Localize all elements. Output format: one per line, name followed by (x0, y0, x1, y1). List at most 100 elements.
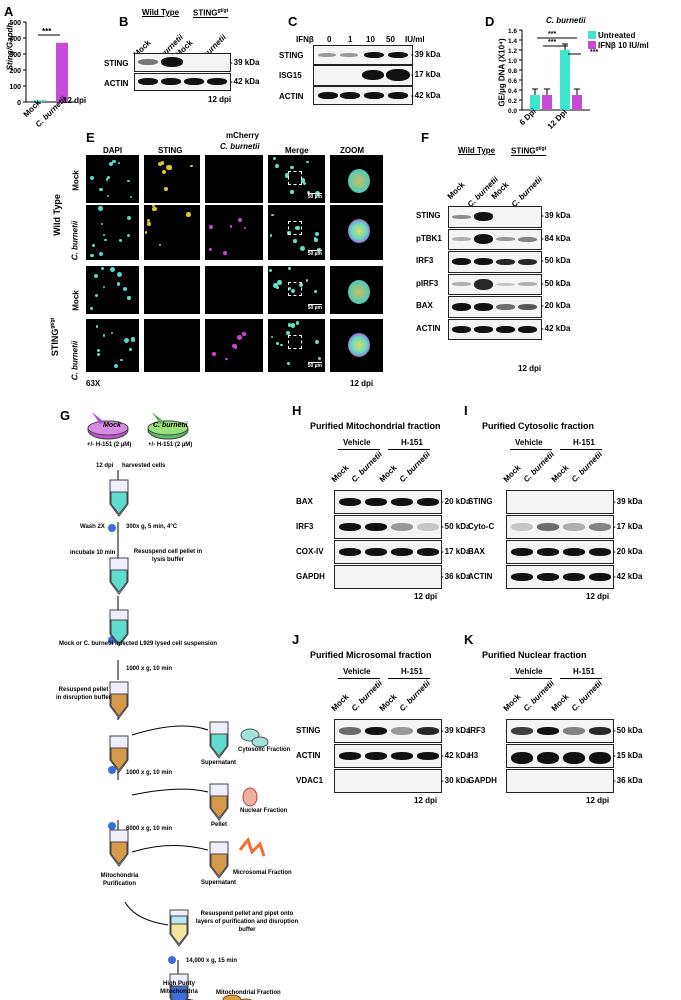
frac-kda-k-2: 36 kDa (613, 776, 643, 785)
e-row-burnetii-1: C. burnetii (70, 220, 80, 261)
frac-kda-i-0: 39 kDa (613, 497, 643, 506)
frac-row-k-2: GAPDH (468, 776, 497, 785)
e-col-burnetii: C. burnetii (220, 142, 260, 151)
b-group-sting: STINGgt/gt (193, 8, 229, 18)
e-col-mcherry: mCherry (226, 131, 259, 140)
frac-kda-h-2: 17 kDa (441, 547, 471, 556)
d-bar-1-0 (542, 95, 552, 110)
a-tick-0: 500 (9, 20, 21, 27)
frac-title-h: Purified Mitochondrial fraction (310, 421, 441, 431)
frac-lane-j-2: Mock (377, 692, 399, 713)
e-scale-bar: 50 µm (307, 250, 322, 257)
g-incubate: incubate 10 min (70, 550, 116, 556)
frac-title-k: Purified Nuclear fraction (482, 650, 587, 660)
d-tick-0: 1.6 (508, 28, 517, 35)
frac-lane-k-2: Mock (549, 692, 571, 713)
blot-h-0 (334, 490, 442, 514)
e-col-dapi: DAPI (103, 146, 123, 155)
f-row-ptbk1: pTBK1 (416, 233, 442, 243)
frac-h151-h: H-151 (401, 438, 423, 447)
d-sig-1: *** (548, 39, 556, 46)
e-row-mock-1: Mock (71, 170, 81, 191)
e-tile-r2-c4 (330, 266, 383, 314)
frac-vehicle-k: Vehicle (515, 667, 543, 676)
g-lysate: Mock or C. burnetii infected L929 lysed … (59, 641, 218, 647)
frac-lane-j-3: C. burnetii (397, 678, 432, 713)
f-kda-pirf3: 50 kDa (541, 279, 571, 288)
e-col-zoom: ZOOM (340, 146, 364, 155)
frac-row-i-3: ACTIN (468, 572, 493, 581)
c-kda-sting: 39 kDa (411, 50, 441, 59)
d-tick-2: 1.2 (508, 48, 517, 55)
blot-c-actin (313, 86, 413, 105)
e-tile-r1-c1 (144, 205, 200, 260)
frac-title-i: Purified Cytosolic fraction (482, 421, 595, 431)
g-resuspend-3: Resuspend pellet and pipet onto layers o… (195, 911, 299, 933)
blot-c-isg15 (313, 65, 413, 86)
d-tick-6: 0.4 (508, 88, 517, 95)
d-tick-7: 0.2 (508, 98, 517, 105)
g-supernatant-2: Supernatant (201, 880, 237, 886)
e-scale-bar: 50 µm (307, 362, 322, 369)
e-scale-bar: 50 µm (307, 193, 322, 200)
frac-row-h-3: GAPDH (296, 572, 325, 581)
e-tile-r3-c4 (330, 319, 383, 372)
f-kda-sting: 39 kDa (541, 211, 571, 220)
d-sig-2: *** (590, 49, 598, 56)
d-legend-0: Untreated (598, 31, 636, 40)
c-dose-0: 0 (327, 35, 332, 44)
f-kda-irf3: 50 kDa (541, 256, 571, 265)
frac-kda-i-2: 20 kDa (613, 547, 643, 556)
frac-row-i-2: BAX (468, 547, 485, 556)
g-resuspend-2: Resuspend pellet in disruption buffer (56, 687, 111, 701)
d-tick-1: 1.4 (508, 38, 517, 45)
frac-vehicle-line-h (338, 449, 380, 450)
panel-label-b: B (119, 14, 129, 29)
blot-h-2 (334, 540, 442, 564)
b-kda-actin: 42 kDa (230, 77, 260, 86)
frac-h151-k: H-151 (573, 667, 595, 676)
bar-mock (34, 100, 46, 102)
frac-vehicle-h: Vehicle (343, 438, 371, 447)
frac-row-h-1: IRF3 (296, 522, 314, 531)
frac-h151-i: H-151 (573, 438, 595, 447)
a-tick-1: 400 (9, 36, 21, 43)
frac-kda-h-3: 36 kDa (441, 572, 471, 581)
blot-k-1 (506, 744, 614, 768)
blot-h-1 (334, 515, 442, 539)
f-row-pirf3: pIRF3 (416, 278, 439, 288)
c-dose-1: 1 (348, 35, 353, 44)
blot-i-3 (506, 565, 614, 589)
frac-kda-i-1: 17 kDa (613, 522, 643, 531)
f-kda-ptbk1: 84 kDa (541, 234, 571, 243)
c-row-isg15: ISG15 (279, 71, 302, 80)
d-tick-4: 0.8 (508, 68, 517, 75)
f-lane-1: Mock (445, 180, 467, 201)
panel-label-a: A (4, 4, 14, 19)
c-kda-isg15: 17 kDa (411, 70, 441, 79)
blot-f-pirf3 (448, 273, 542, 295)
e-tile-r2-c1 (144, 266, 200, 314)
f-row-sting: STING (416, 211, 441, 220)
frac-h151-line-j (388, 678, 430, 679)
frac-lane-h-0: Mock (329, 463, 351, 484)
frac-vehicle-j: Vehicle (343, 667, 371, 676)
g-treat-2: +/- H-151 (2 µM) (148, 442, 193, 448)
g-burnetii: C. burnetii (153, 422, 188, 429)
e-group-wt: Wild Type (51, 194, 62, 236)
a-tick-4: 100 (9, 84, 21, 91)
a-tick-3: 200 (9, 68, 21, 75)
e-mag: 63X (86, 379, 101, 388)
f-lane-4: C. burnetii (509, 174, 544, 209)
g-flowchart (87, 412, 269, 1000)
d-sig-0: *** (548, 31, 556, 38)
c-dose-2: 10 (366, 35, 375, 44)
frac-row-k-1: H3 (468, 751, 479, 760)
panel-label-g: G (60, 408, 71, 423)
blot-f-ptbk1 (448, 228, 542, 250)
e-tile-r0-c0 (86, 155, 139, 203)
frac-lane-h-2: Mock (377, 463, 399, 484)
g-dpi: 12 dpi (96, 463, 114, 469)
b-row-actin: ACTIN (104, 79, 129, 88)
b-group-wt: Wild Type (142, 8, 180, 17)
